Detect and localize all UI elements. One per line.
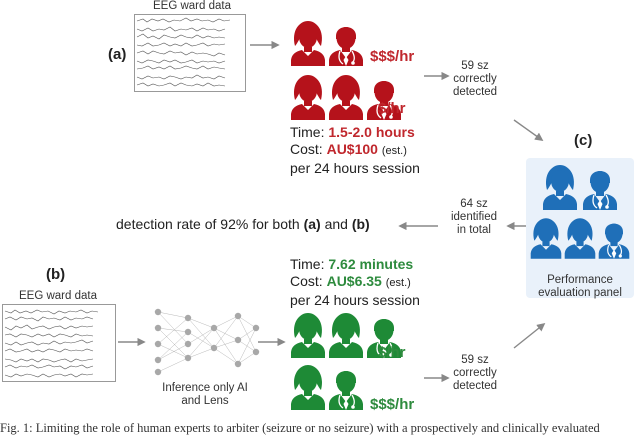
arrow-outcome-b-to-panel xyxy=(513,322,546,349)
ai-label-line2: and Lens xyxy=(181,395,229,407)
cost-note-a: (est.) xyxy=(381,145,407,157)
rate-low-a: $/hr xyxy=(378,100,406,117)
identified-total: 64 sz identified in total xyxy=(444,198,504,237)
evaluation-panel-group-top xyxy=(543,165,617,210)
panel-b-label: (b) xyxy=(46,266,66,283)
cost-label-b: Cost: xyxy=(290,273,323,289)
panel-b-eeg-traces xyxy=(2,304,116,382)
summary-a: (a) xyxy=(303,216,321,232)
arrow-ai-to-experts xyxy=(258,337,286,347)
arrow-eeg-to-ai xyxy=(118,337,146,347)
panel-c-title: Performance evaluation panel xyxy=(526,274,634,300)
arrow-outcome-a-to-panel xyxy=(513,119,544,141)
time-label-a: Time: xyxy=(290,124,325,140)
arrow-experts-to-outcome-b xyxy=(424,373,450,383)
identified-line1: 64 sz xyxy=(460,198,488,210)
figure-caption: Fig. 1: Limiting the role of human exper… xyxy=(0,421,600,435)
outcome-a-line1: 59 sz xyxy=(461,60,489,72)
outcome-a-line3: detected xyxy=(452,86,498,98)
arrow-eeg-to-experts xyxy=(250,40,280,50)
ai-label: Inference only AI and Lens xyxy=(140,382,270,408)
panel-b-eeg-title: EEG ward data xyxy=(19,290,97,302)
panel-a-eeg-traces xyxy=(134,14,246,92)
panel-c-label: (c) xyxy=(574,132,593,149)
outcome-b: 59 sz correctly detected xyxy=(450,354,500,393)
panel-a-eeg-title: EEG ward data xyxy=(153,0,231,12)
rate-high-a: $$$/hr xyxy=(370,48,415,65)
outcome-b-line2: correctly xyxy=(453,367,497,379)
cost-note-b: (est.) xyxy=(385,277,411,289)
rate-low-b: $/hr xyxy=(378,344,406,361)
panel-c-title-line2: evaluation panel xyxy=(538,287,622,299)
evaluation-panel-group-bottom xyxy=(530,218,630,259)
time-label-b: Time: xyxy=(290,256,325,272)
identified-line2: identified xyxy=(450,211,498,223)
outcome-a: 59 sz correctly detected xyxy=(450,60,500,99)
rate-high-b: $$$/hr xyxy=(370,396,415,413)
expert-group-b-high xyxy=(291,365,363,410)
panel-c-title-line1: Performance xyxy=(547,274,613,286)
summary-prefix: detection rate of 92% for both xyxy=(116,216,304,232)
time-value-b: 7.62 minutes xyxy=(328,256,414,272)
session-a: per 24 hours session xyxy=(290,160,420,176)
expert-group-high xyxy=(291,21,363,66)
ai-label-line1: Inference only AI xyxy=(162,382,248,394)
detection-summary: detection rate of 92% for both (a) and (… xyxy=(116,216,370,232)
summary-and: and xyxy=(320,216,352,232)
session-b: per 24 hours session xyxy=(290,292,420,308)
panel-a-label: (a) xyxy=(108,46,127,63)
outcome-a-line2: correctly xyxy=(453,73,497,85)
cost-value-a: AU$100 xyxy=(326,141,378,157)
panel-a-stats: Time: 1.5-2.0 hours Cost: AU$100 (est.) … xyxy=(290,124,420,177)
cost-label-a: Cost: xyxy=(290,141,323,157)
identified-line3: in total xyxy=(457,224,491,236)
arrow-identified-to-summary xyxy=(398,221,438,231)
outcome-b-line1: 59 sz xyxy=(461,354,489,366)
arrow-experts-to-outcome-a xyxy=(424,71,450,81)
time-value-a: 1.5-2.0 hours xyxy=(328,124,415,140)
arrow-panel-to-identified xyxy=(506,221,526,231)
outcome-b-line3: detected xyxy=(452,380,498,392)
panel-b-stats: Time: 7.62 minutes Cost: AU$6.35 (est.) … xyxy=(290,256,420,309)
summary-b: (b) xyxy=(351,216,370,232)
cost-value-b: AU$6.35 xyxy=(326,273,382,289)
neural-network-icon xyxy=(154,308,260,376)
